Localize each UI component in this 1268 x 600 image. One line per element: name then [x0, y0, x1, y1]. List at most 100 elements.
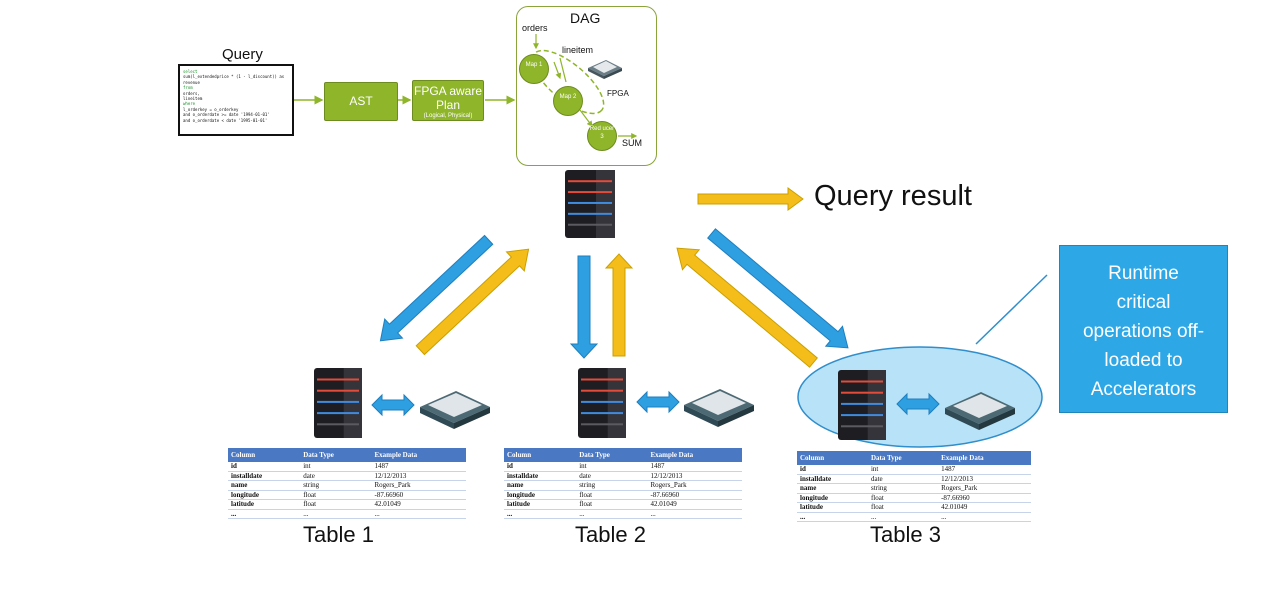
runtime-line-3: operations off- — [1082, 321, 1205, 342]
table-header-cell: Data Type — [867, 451, 939, 465]
table-header-cell: Example Data — [647, 448, 742, 462]
table-cell: 42.01049 — [371, 499, 466, 510]
sql-text: and o_orderdate >= date '1994-01-01' — [183, 112, 270, 118]
yellow-arrow-from-table3 — [676, 247, 818, 368]
map1-to-map2-edge — [553, 61, 562, 80]
table-cell: -87.66960 — [647, 490, 742, 500]
sql-line: orders, — [183, 91, 289, 96]
dag-node-map1: Map 1 — [519, 54, 549, 84]
table-cell: installdate — [228, 471, 301, 481]
query-title: Query — [222, 46, 263, 63]
table-cell: id — [504, 462, 577, 472]
dag-label-lineitem: lineitem — [562, 45, 594, 55]
sql-keyword: from — [183, 85, 193, 91]
table-cell: string — [867, 483, 939, 494]
table-cell: id — [228, 462, 301, 472]
table-cell: ... — [371, 509, 466, 519]
table-cell: 42.01049 — [647, 499, 742, 510]
query-result-label: Query result — [814, 180, 972, 212]
sql-text: and o_orderdate < date '1995-01-01' — [183, 117, 268, 123]
table-cell: name — [504, 480, 577, 491]
table-cell: 1487 — [938, 465, 1031, 475]
table-cell: -87.66960 — [371, 490, 466, 500]
table-row: ......... — [797, 512, 1031, 522]
table-cell: ... — [797, 512, 868, 522]
table1-fpga-chip-icon — [420, 391, 490, 429]
table-cell: name — [797, 483, 868, 494]
table-cell: int — [300, 462, 372, 472]
query-result-arrow — [697, 187, 804, 211]
runtime-line-1: Runtime — [1108, 263, 1179, 284]
table2-server-icon — [578, 368, 626, 438]
table-header-cell: Data Type — [576, 448, 648, 462]
table-cell: longitude — [504, 490, 577, 500]
sql-text: lineitem — [183, 96, 203, 102]
table-row: ......... — [228, 509, 466, 519]
table-cell: id — [797, 465, 868, 475]
sql-line: l_orderkey = o_orderkey — [183, 107, 289, 112]
fpga-plan-box: FPGA aware Plan (Logical, Physical) — [412, 80, 484, 121]
table-cell: Rogers_Park — [938, 483, 1031, 494]
table-cell: string — [300, 480, 372, 491]
table-cell: 12/12/2013 — [938, 474, 1031, 484]
table-cell: ... — [576, 509, 648, 519]
yellow-arrow-from-table2 — [604, 253, 634, 357]
dag-title: DAG — [570, 10, 601, 26]
table-cell: 12/12/2013 — [647, 471, 742, 481]
table-header-cell: Column — [504, 448, 577, 462]
table-cell: 1487 — [647, 462, 742, 472]
blue-arrow-to-table3 — [707, 228, 849, 349]
table-cell: date — [300, 471, 372, 481]
dag-label-sum: SUM — [622, 138, 642, 148]
table-cell: ... — [938, 512, 1031, 522]
ast-box: AST — [324, 82, 398, 121]
table1-server-icon — [314, 368, 362, 438]
table2-label: Table 2 — [575, 522, 646, 547]
table-cell: name — [228, 480, 301, 491]
table-cell: date — [867, 474, 939, 484]
sql-keyword: where — [183, 101, 196, 107]
table-cell: ... — [504, 509, 577, 519]
table-cell: float — [300, 499, 372, 510]
table-cell: Rogers_Park — [371, 480, 466, 491]
server-fpga-link-2 — [636, 390, 680, 414]
table-cell: latitude — [504, 499, 577, 510]
table-cell: latitude — [797, 502, 868, 513]
table-cell: int — [867, 465, 939, 475]
sql-line: and o_orderdate < date '1995-01-01' — [183, 118, 289, 123]
plan-line1: FPGA aware — [413, 84, 483, 98]
yellow-arrow-from-table1 — [415, 248, 530, 356]
table-cell: -87.66960 — [938, 493, 1031, 503]
sql-text: l_orderkey = o_orderkey — [183, 106, 239, 112]
table-cell: 1487 — [371, 462, 466, 472]
table-cell: int — [576, 462, 648, 472]
table-cell: ... — [647, 509, 742, 519]
table-header-cell: Data Type — [300, 448, 372, 462]
plan-subtitle: (Logical, Physical) — [423, 113, 473, 119]
table-header-cell: Example Data — [938, 451, 1031, 465]
sql-line: select — [183, 69, 289, 74]
table-cell: string — [576, 480, 648, 491]
accelerator-highlight-ellipse — [797, 346, 1043, 448]
dag-label-orders: orders — [522, 23, 548, 33]
table-cell: float — [576, 499, 648, 510]
table-cell: date — [576, 471, 648, 481]
table1-label: Table 1 — [303, 522, 374, 547]
sql-query-box: select sum(l_extendedprice * (1 - l_disc… — [178, 64, 294, 136]
map2-to-reducer-edge — [579, 109, 593, 127]
table-cell: installdate — [797, 474, 868, 484]
table-cell: 12/12/2013 — [371, 471, 466, 481]
